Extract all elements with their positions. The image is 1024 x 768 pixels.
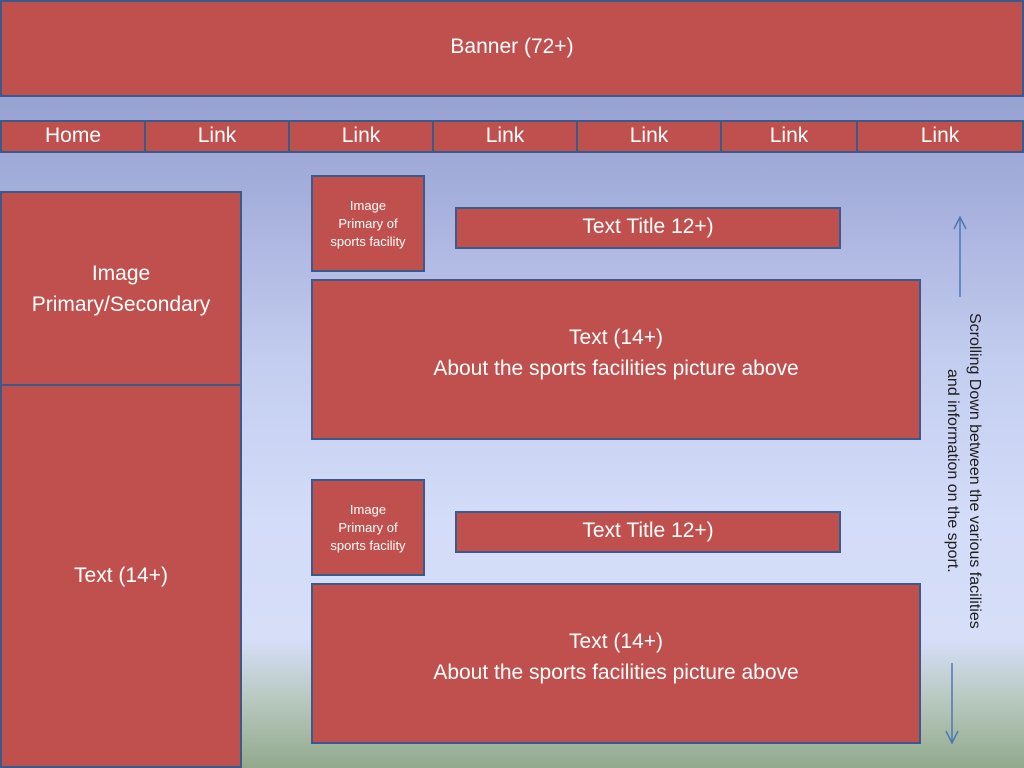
nav-link-2[interactable]: Link xyxy=(288,120,434,153)
nav-link-4[interactable]: Link xyxy=(576,120,722,153)
nav-bar: Home Link Link Link Link Link Link xyxy=(0,120,1024,153)
nav-item-label: Link xyxy=(485,123,525,147)
nav-link-5[interactable]: Link xyxy=(720,120,858,153)
nav-link-1[interactable]: Link xyxy=(144,120,290,153)
scroll-down-arrow-icon xyxy=(945,663,959,745)
facility-title-label: Text Title 12+) xyxy=(582,519,714,542)
facility-text-line2: About the sports facilities picture abov… xyxy=(433,660,799,684)
primary-image-placeholder: Image Primary/Secondary xyxy=(0,191,242,386)
facility-text-line1: Text (14+) xyxy=(569,629,663,653)
scroll-annotation: Scrolling Down between the various facil… xyxy=(941,313,985,629)
nav-item-label: Link xyxy=(629,123,669,147)
scroll-arrows xyxy=(945,215,967,745)
nav-home-link[interactable]: Home xyxy=(0,120,146,153)
nav-item-label: Link xyxy=(197,123,237,147)
primary-image-label-line1: Image xyxy=(91,261,151,285)
scroll-annotation-line1: Scrolling Down between the various facil… xyxy=(966,313,983,629)
facility-text-line2: About the sports facilities picture abov… xyxy=(433,356,799,380)
nav-item-label: Link xyxy=(920,123,960,147)
nav-item-label: Link xyxy=(341,123,381,147)
left-text-placeholder: Text (14+) xyxy=(0,384,242,768)
nav-link-3[interactable]: Link xyxy=(432,120,578,153)
scroll-annotation-line2: and information on the sport. xyxy=(944,369,961,573)
facility-image-line2: Primary of xyxy=(338,215,398,231)
left-text-label: Text (14+) xyxy=(74,564,168,587)
banner-placeholder: Banner (72+) xyxy=(0,0,1024,97)
facility-image-line3: sports facility xyxy=(330,233,406,249)
primary-image-label-line2: Primary/Secondary xyxy=(31,292,211,316)
facility-1-text-placeholder: Text (14+) About the sports facilities p… xyxy=(311,279,921,440)
facility-title-label: Text Title 12+) xyxy=(582,215,714,238)
facility-image-line2: Primary of xyxy=(338,519,398,535)
facility-2-image-placeholder: Image Primary of sports facility xyxy=(311,479,425,576)
facility-1-title-placeholder: Text Title 12+) xyxy=(455,207,841,249)
nav-item-label: Link xyxy=(769,123,809,147)
facility-2-title-placeholder: Text Title 12+) xyxy=(455,511,841,553)
scroll-up-arrow-icon xyxy=(953,215,967,297)
facility-2-text-placeholder: Text (14+) About the sports facilities p… xyxy=(311,583,921,744)
facility-image-line3: sports facility xyxy=(330,537,406,553)
banner-label: Banner (72+) xyxy=(450,34,574,58)
facility-image-line1: Image xyxy=(349,501,387,517)
nav-item-label: Home xyxy=(44,123,102,147)
nav-link-6[interactable]: Link xyxy=(856,120,1024,153)
facility-text-line1: Text (14+) xyxy=(569,325,663,349)
facility-1-image-placeholder: Image Primary of sports facility xyxy=(311,175,425,272)
facility-image-line1: Image xyxy=(349,197,387,213)
